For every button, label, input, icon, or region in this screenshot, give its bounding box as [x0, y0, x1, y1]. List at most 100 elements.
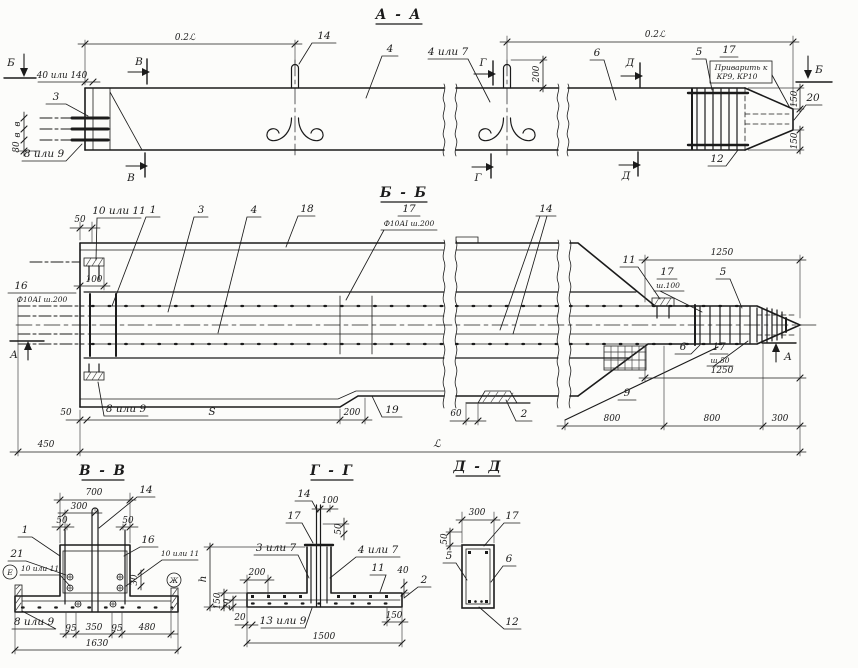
dd-pos-17: 17 [505, 510, 519, 522]
gg-dimensions: 100 50 200 40 150 20 1500 h 150 20 [197, 496, 410, 648]
aa-beam-outline [84, 83, 794, 157]
bb-section-markers: А А [9, 340, 797, 363]
bb-dim-200: 200 [343, 408, 361, 418]
bb-dim-l: ℒ [433, 438, 441, 450]
vv-dim-50-r: 50 [122, 516, 134, 526]
vv-pos-8-9: 8 или 9 [14, 616, 55, 628]
aa-dim-v1: в [13, 121, 23, 126]
bb-embedded-parts [83, 257, 675, 381]
bb-pos-18: 18 [300, 203, 314, 215]
section-title-vv: В - В [78, 463, 127, 479]
bb-pos-11: 11 [622, 254, 635, 266]
bb-pos-8-9: 8 или 9 [106, 403, 147, 415]
bb-pos-17c: 17 [712, 341, 726, 353]
aa-dim-02l-right: 0.2ℒ [645, 30, 666, 40]
gg-dim-50: 50 [334, 523, 344, 535]
aa-tip-mesh [686, 88, 750, 150]
marker-d-top: Д [625, 57, 635, 69]
gg-dim-20-l: 20 [223, 598, 233, 611]
bb-dim-1250-top: 1250 [711, 248, 734, 258]
dd-outline [461, 544, 495, 609]
marker-b-right: Б [814, 64, 823, 76]
aa-pos-17: 17 [722, 44, 736, 56]
bb-pos-16: 16 [14, 280, 28, 292]
bb-pos-4: 4 [250, 204, 258, 216]
dd-pos-12: 12 [505, 616, 519, 628]
view-section-aa: А - А [3, 7, 833, 184]
bb-step-50: ш.50 [710, 356, 729, 365]
bb-pos-2: 2 [520, 408, 528, 420]
bb-pos-6: 6 [680, 341, 687, 353]
gg-dim-1500: 1500 [313, 632, 336, 642]
aa-dim-02l-left: 0.2ℒ [175, 33, 196, 43]
aa-lifting-loops [266, 59, 536, 156]
gg-dim-20-b: 20 [233, 613, 246, 623]
aa-pos-20: 20 [805, 92, 820, 104]
aa-dim-40-140: 40 или 140 [36, 71, 88, 81]
aa-pos-4: 4 [386, 43, 394, 55]
vv-dim-95-2: 95 [111, 624, 123, 634]
bb-pos-5: 5 [720, 266, 727, 278]
gg-pos-14: 14 [297, 488, 310, 500]
bb-dim-800-1: 800 [604, 414, 621, 424]
marker-b-left: Б [6, 57, 15, 69]
bb-dim-50b: 50 [60, 408, 72, 418]
aa-pos-4-7: 4 или 7 [427, 46, 469, 58]
vv-pos-10-11-r: 10 или 11 [161, 549, 199, 558]
bb-dim-60: 60 [450, 409, 462, 419]
gg-pos-2: 2 [420, 574, 428, 586]
gg-pos-13-9: 13 или 9 [260, 615, 307, 627]
marker-a-right: А [783, 351, 792, 363]
gg-dim-150-r: 150 [386, 611, 403, 621]
vv-pos-16: 16 [141, 534, 155, 546]
gg-dim-h: h [197, 576, 209, 583]
section-title-gg: Г - Г [309, 463, 354, 479]
aa-dimensions: 0.2ℒ 0.2ℒ 200 40 или 140 в в 80 150 150 [12, 30, 805, 157]
aa-strand-anchors [39, 116, 111, 142]
bb-dim-1250-bot: 1250 [711, 366, 734, 376]
aa-weld-note-2: КР9, КР10 [716, 72, 758, 81]
bb-spec-16: Ф10АI ш.200 [17, 295, 68, 304]
aa-dim-200: 200 [532, 65, 542, 83]
dd-dimensions: 300 50 [440, 508, 501, 551]
vv-dim-700: 700 [86, 488, 103, 498]
bb-dim-s: S [208, 406, 215, 418]
bb-pos-17a: 17 [402, 203, 416, 215]
bb-outline [79, 236, 802, 409]
dd-position-labels: 17 5 6 12 [442, 510, 522, 630]
bb-ground-and-pad [465, 345, 719, 421]
view-section-gg: Г - Г 100 50 200 40 150 20 1500 [197, 463, 432, 648]
vv-mark-e: Е [6, 568, 13, 577]
dd-dim-300: 300 [469, 508, 486, 518]
marker-a-left: А [9, 349, 18, 361]
gg-pos-11: 11 [371, 562, 384, 574]
bb-dimensions: 50 100 50 S 200 60 800 800 300 450 ℒ 125… [9, 215, 807, 457]
aa-dim-150-top: 150 [790, 90, 800, 107]
gg-dim-40: 40 [396, 566, 409, 576]
bb-pos-19: 19 [385, 404, 399, 416]
vv-dim-95-1: 95 [65, 624, 77, 634]
vv-position-labels: 14 1 21 16 10 или 11 Е 10 или 11 Ж 8 или… [2, 484, 199, 630]
bb-dim-300: 300 [772, 414, 789, 424]
aa-pos-3: 3 [53, 91, 60, 103]
bb-dim-800-2: 800 [704, 414, 721, 424]
section-title-aa: А - А [375, 7, 423, 23]
aa-pos-6: 6 [594, 47, 601, 59]
aa-section-markers: Б Б В В Г Г Д Д [3, 53, 833, 184]
marker-v-bottom: В [126, 172, 135, 184]
gg-reinforcement [251, 504, 388, 608]
aa-weld-note-box [709, 60, 773, 84]
aa-pos-5: 5 [696, 46, 703, 58]
aa-pos-12: 12 [710, 153, 724, 165]
gg-position-labels: 14 17 3 или 7 4 или 7 11 2 13 или 9 [253, 488, 432, 629]
bb-dim-450: 450 [37, 440, 55, 450]
bb-dim-100: 100 [86, 275, 103, 285]
section-title-bb: Б - Б [379, 185, 428, 201]
bb-position-labels: 10 или 11 1 3 4 18 17 Ф10АI ш.200 14 16 … [7, 203, 749, 422]
aa-weld-note-1: Приварить к [714, 63, 768, 72]
bb-pos-14: 14 [539, 203, 552, 215]
vv-pos-14: 14 [139, 484, 152, 496]
aa-dim-80: 80 [12, 141, 22, 153]
